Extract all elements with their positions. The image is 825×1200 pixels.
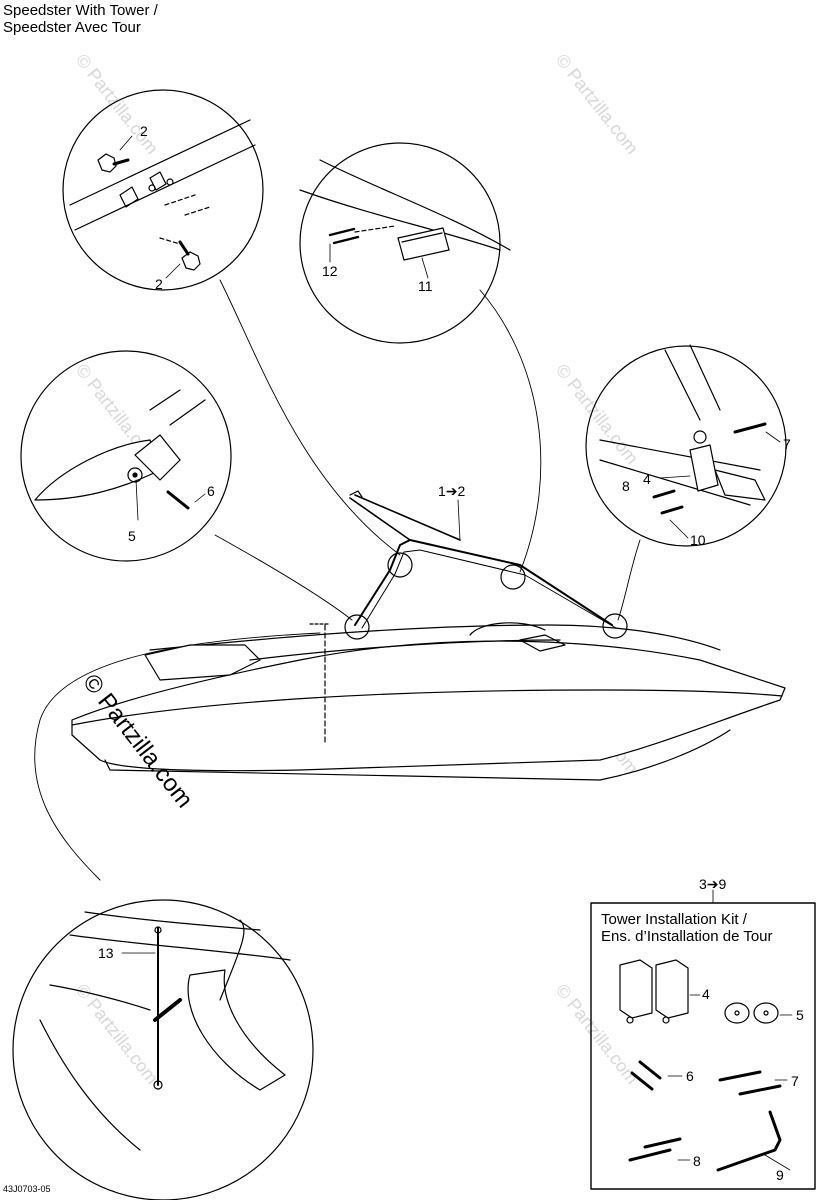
kit-ref-3-to-9: 3➔9 bbox=[699, 876, 727, 892]
tower-installation-kit bbox=[590, 889, 816, 1190]
watermark-faint-1: © Partzilla.com bbox=[72, 50, 162, 158]
detail-knob-fasteners bbox=[62, 89, 264, 291]
callout-4: 4 bbox=[643, 471, 651, 487]
detail-front-mount bbox=[585, 344, 787, 547]
callout-12: 12 bbox=[322, 263, 338, 279]
detail-strap bbox=[12, 899, 314, 1200]
kit-callout-4: 4 bbox=[702, 986, 710, 1002]
callout-10: 10 bbox=[690, 532, 706, 548]
diagram-title: Speedster With Tower / Speedster Avec To… bbox=[3, 2, 158, 36]
detail-light-mount bbox=[299, 142, 511, 344]
kit-callout-9: 9 bbox=[776, 1167, 784, 1183]
callout-11: 11 bbox=[418, 278, 433, 294]
drawing-code: 43J0703-05 bbox=[3, 1184, 51, 1194]
watermark-faint-4: © Partzilla.com bbox=[552, 360, 642, 468]
kit-title-line-1: Tower Installation Kit / bbox=[601, 911, 747, 928]
boat-with-tower bbox=[71, 490, 786, 781]
callout-6: 6 bbox=[207, 483, 215, 499]
kit-callout-7: 7 bbox=[791, 1073, 799, 1089]
watermark-faint-2: © Partzilla.com bbox=[552, 50, 642, 158]
kit-title-line-2: Ens. d’Installation de Tour bbox=[601, 928, 773, 945]
callout-7: 7 bbox=[783, 436, 791, 452]
callout-2-top: 2 bbox=[140, 123, 148, 139]
callout-5: 5 bbox=[128, 528, 136, 544]
callout-8: 8 bbox=[622, 478, 630, 494]
connector-lines bbox=[34, 279, 641, 881]
title-line-2: Speedster Avec Tour bbox=[3, 19, 141, 36]
kit-callout-6: 6 bbox=[686, 1068, 694, 1084]
callout-2-bottom: 2 bbox=[155, 276, 163, 292]
kit-title: Tower Installation Kit / Ens. d’Installa… bbox=[601, 911, 773, 945]
watermark-faint-6: © Partzilla.com bbox=[72, 980, 162, 1088]
callout-13: 13 bbox=[98, 945, 114, 961]
kit-callout-5: 5 bbox=[796, 1007, 804, 1023]
kit-callout-8: 8 bbox=[693, 1153, 701, 1169]
callout-1-to-2: 1➔2 bbox=[438, 483, 466, 499]
detail-rear-mount bbox=[20, 350, 232, 562]
title-line-1: Speedster With Tower / bbox=[3, 2, 158, 19]
